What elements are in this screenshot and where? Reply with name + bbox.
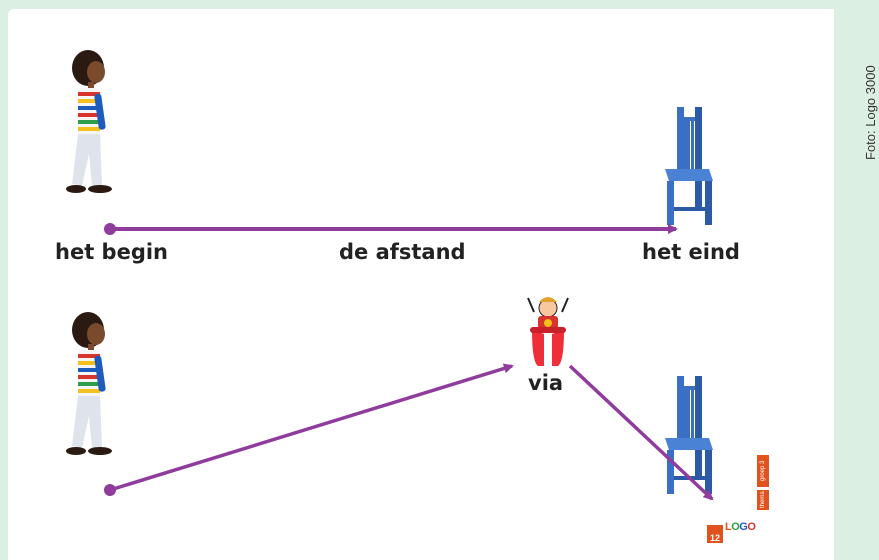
start-dot-top	[104, 223, 116, 235]
publisher-logo: LOGO	[725, 521, 756, 533]
publisher-tag-bottom: thema	[757, 490, 769, 510]
via-mascot	[527, 297, 569, 366]
via-arrow-first	[109, 363, 514, 492]
girl-figure-bottom	[66, 312, 112, 455]
girl-figure-top	[66, 50, 112, 193]
via-arrow-second	[568, 364, 714, 501]
distance-label: de afstand	[339, 240, 466, 264]
publisher-badge: 12	[707, 525, 723, 543]
photo-credit: Foto: Logo 3000	[863, 65, 878, 160]
chair-top	[665, 107, 713, 225]
via-label: via	[528, 371, 564, 395]
start-dot-bottom	[104, 484, 116, 496]
end-label: het eind	[642, 240, 740, 264]
begin-label: het begin	[55, 240, 168, 264]
publisher-tag-top: groep 3	[757, 455, 769, 487]
